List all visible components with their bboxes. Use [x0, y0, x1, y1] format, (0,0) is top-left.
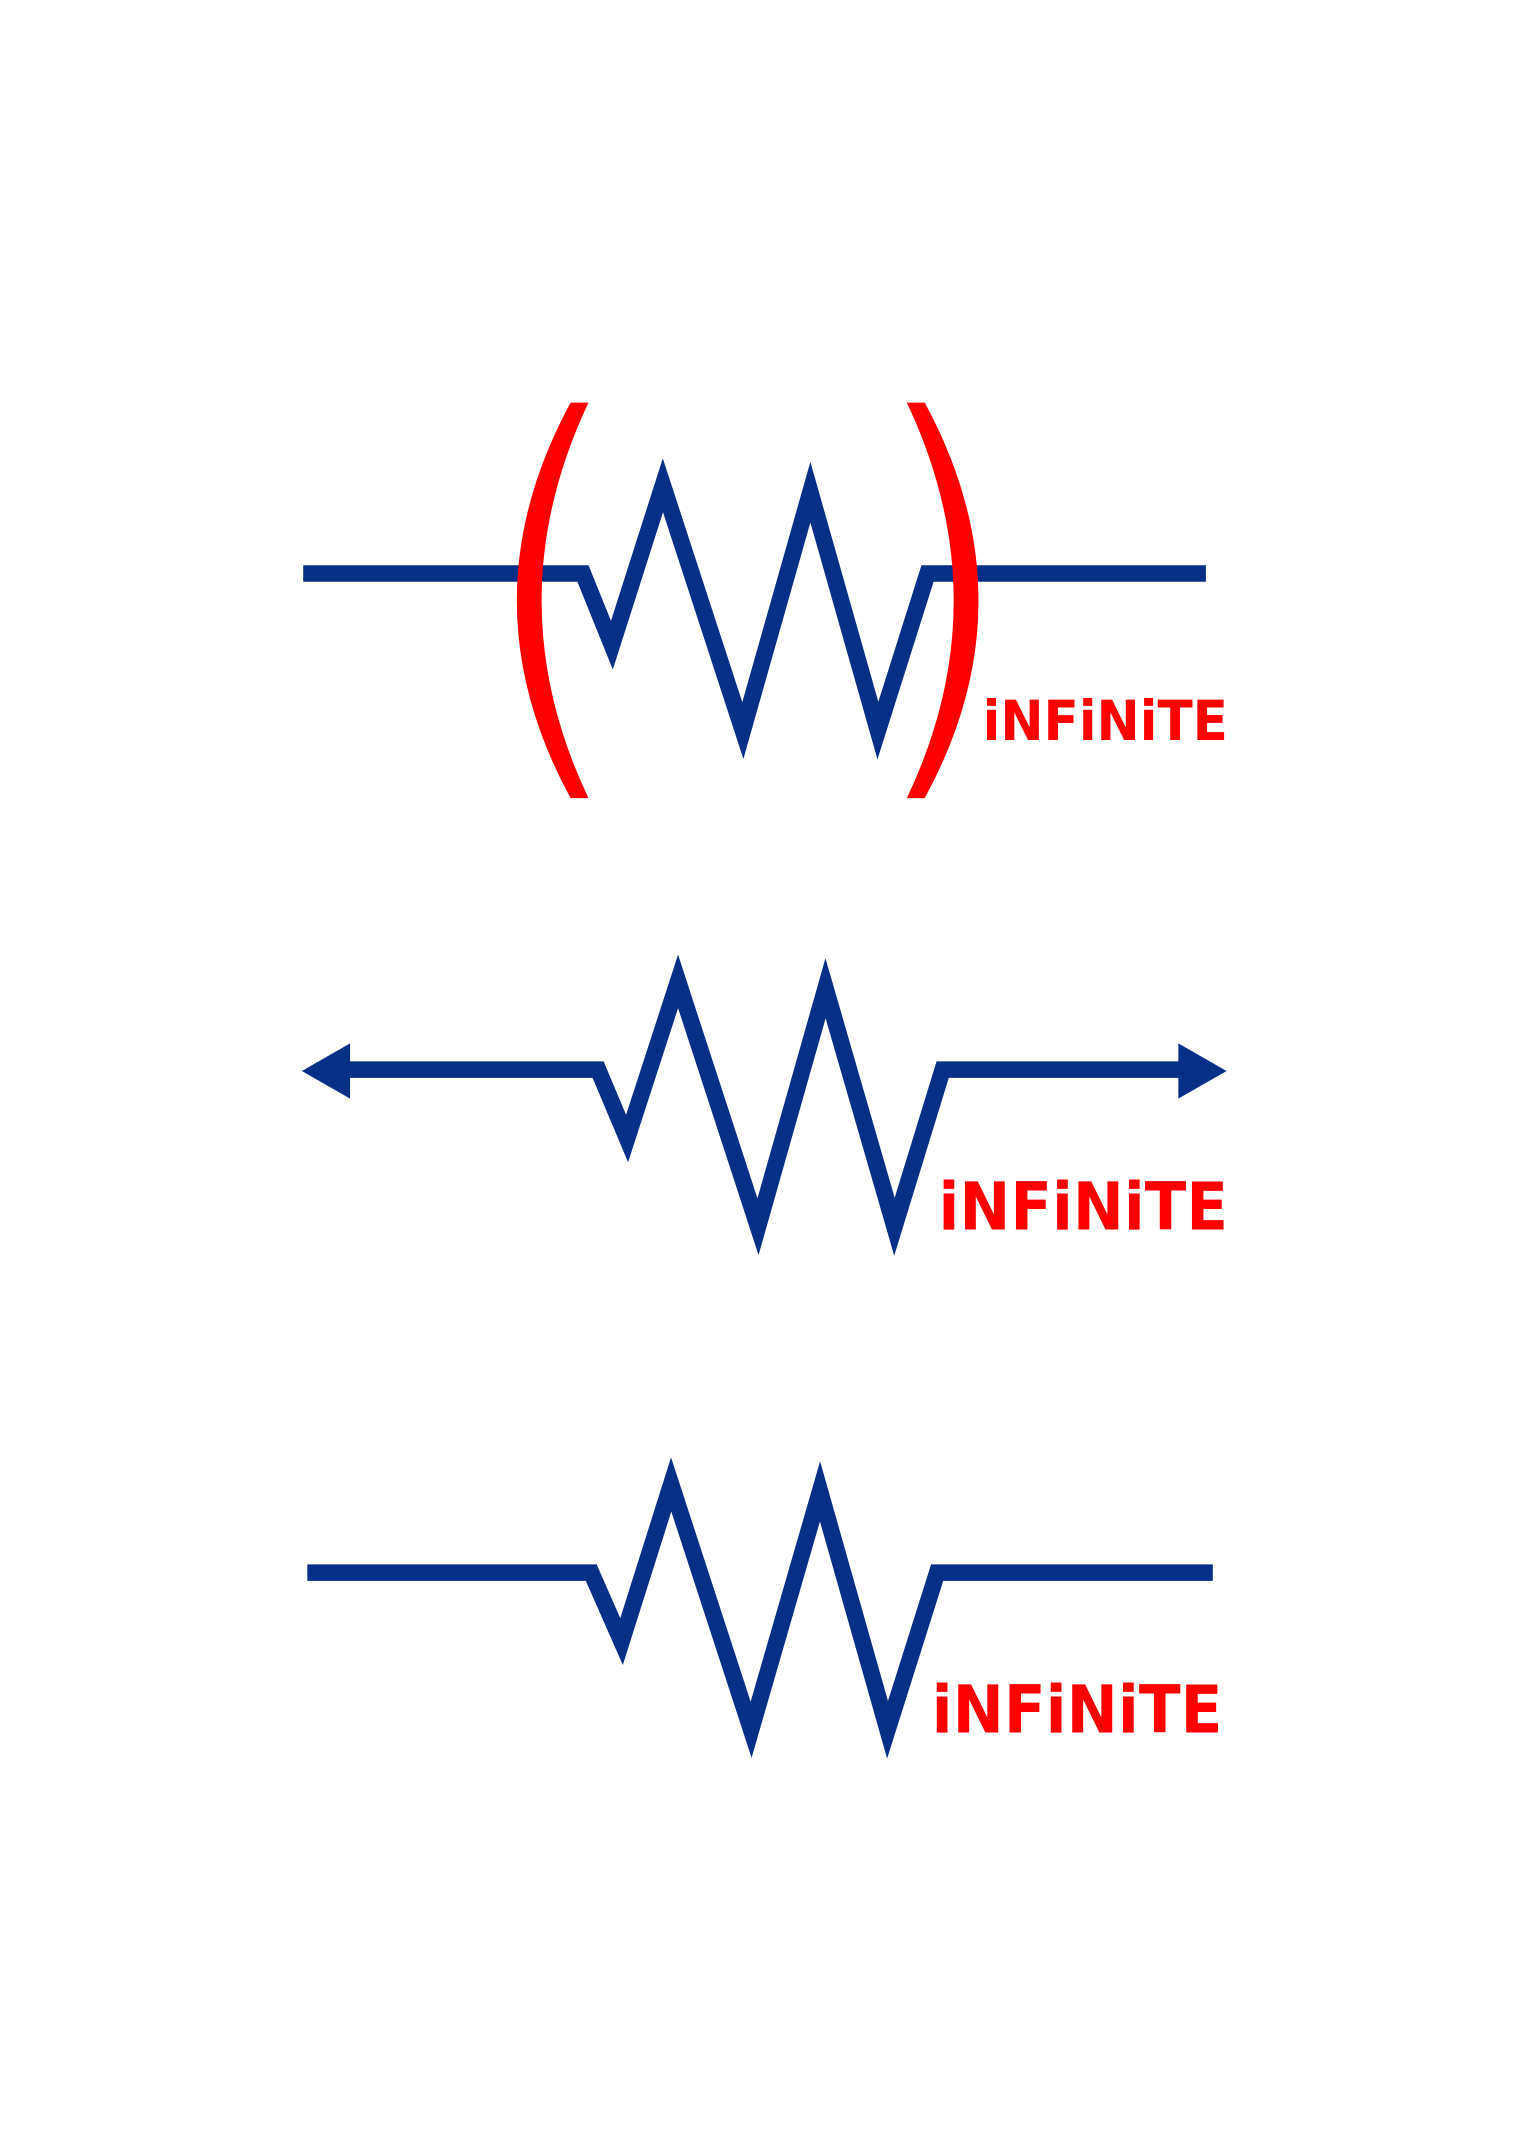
left-bracket [516, 402, 589, 799]
logo-plain: iNFiNiTE [307, 1457, 1223, 1759]
wave-line [303, 458, 1206, 760]
left-arrowhead-icon [301, 1043, 351, 1099]
wordmark: iNFiNiTE [939, 1168, 1228, 1245]
right-bracket [906, 402, 979, 799]
wordmark: iNFiNiTE [983, 689, 1228, 753]
logo-bracketed: iNFiNiTE [303, 402, 1228, 799]
right-arrowhead-icon [1178, 1043, 1227, 1099]
wave-line [307, 1457, 1213, 1759]
wave-line [344, 954, 1186, 1256]
logo-arrows: iNFiNiTE [301, 954, 1228, 1256]
wordmark: iNFiNiTE [932, 1672, 1223, 1749]
